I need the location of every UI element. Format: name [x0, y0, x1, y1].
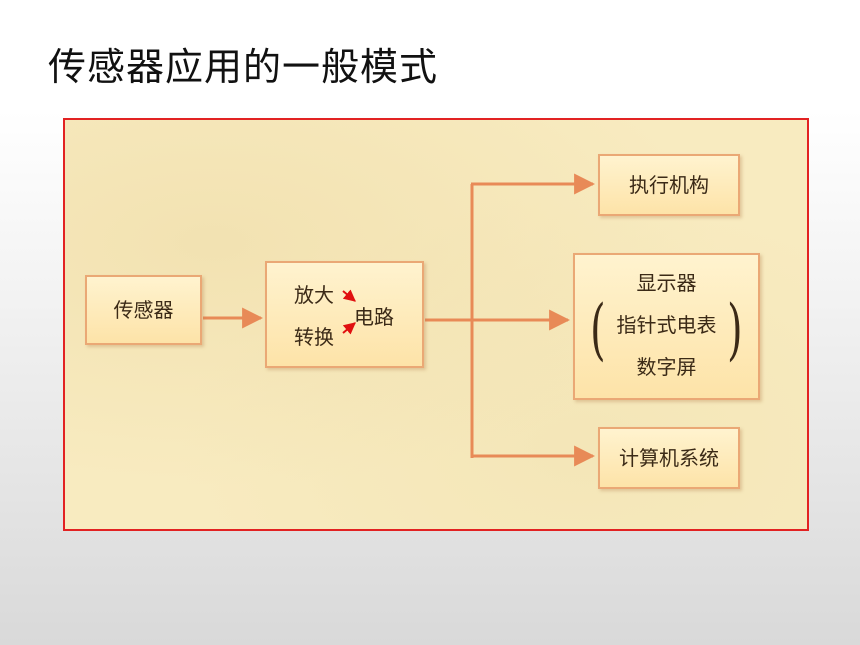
computer-system-label: 计算机系统: [619, 446, 719, 470]
convert-label: 转换: [294, 325, 334, 349]
amplify-label: 放大: [294, 283, 334, 307]
left-parenthesis: (: [590, 291, 606, 368]
amplifier-circuit-box: 放大 转换 电路: [265, 261, 424, 368]
right-parenthesis: ): [727, 291, 743, 368]
red-arrow-up: [342, 322, 356, 335]
sensor-box: 传感器: [85, 275, 202, 345]
connector-arrows: [203, 173, 596, 467]
executor-label: 执行机构: [629, 173, 709, 197]
display-item-digital-screen: 数字屏: [636, 355, 697, 379]
display-title: 显示器: [636, 271, 697, 295]
red-arrow-down: [342, 289, 356, 302]
computer-system-box: 计算机系统: [598, 427, 740, 489]
sensor-label: 传感器: [113, 298, 174, 322]
slide-title: 传感器应用的一般模式: [48, 45, 439, 89]
executor-box: 执行机构: [598, 154, 740, 216]
circuit-label: 电路: [354, 305, 394, 329]
red-pointer-arrows: [342, 289, 356, 335]
display-box: 显示器 ( 指针式电表 数字屏 ): [573, 253, 760, 400]
display-item-meter: 指针式电表: [616, 313, 717, 337]
diagram-frame: 传感器 放大 转换 电路 执行机构 显示器 ( 指针式电表 数字屏 ) 计算机系…: [63, 118, 809, 531]
